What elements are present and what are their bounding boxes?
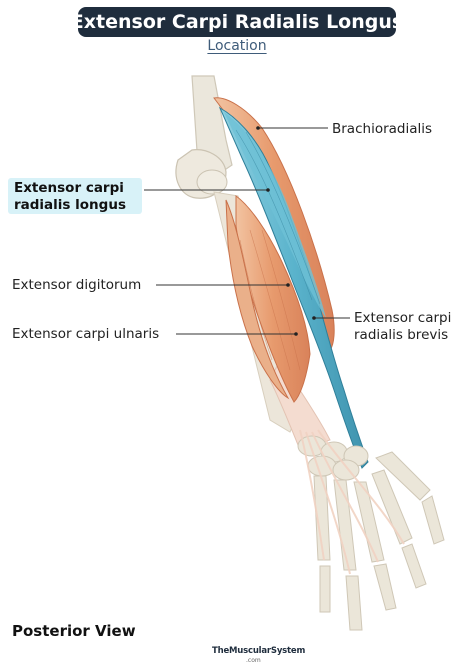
view-caption: Posterior View — [12, 622, 136, 640]
brand-logo: TheMuscularSystem — [212, 646, 306, 656]
target-label-highlight — [8, 178, 142, 214]
label-extensor-carpi-ulnaris: Extensor carpi ulnaris — [12, 326, 160, 342]
page-title: Extensor Carpi Radialis Longus — [71, 7, 403, 37]
ecrl-muscle-body — [224, 112, 326, 318]
brand-domain: .com — [246, 657, 261, 664]
label-ecrl-line1: Extensor carpi — [14, 180, 124, 196]
label-ecrb-line2: radialis brevis — [354, 327, 449, 343]
label-ecrb-line1: Extensor carpi — [354, 310, 452, 326]
label-brachioradialis: Brachioradialis — [332, 121, 433, 137]
olecranon-bone — [196, 169, 228, 195]
page-subtitle[interactable]: Location — [207, 38, 267, 54]
label-extensor-digitorum: Extensor digitorum — [12, 277, 142, 293]
label-ecrl-line2: radialis longus — [14, 197, 126, 213]
hand-bones — [313, 451, 445, 631]
extensor-carpi-ulnaris-muscle — [225, 199, 290, 400]
